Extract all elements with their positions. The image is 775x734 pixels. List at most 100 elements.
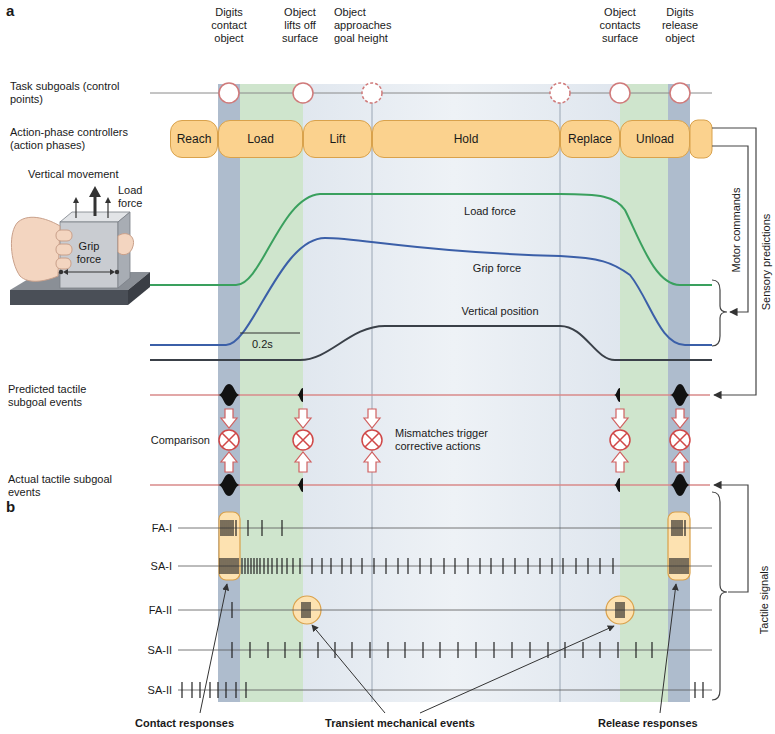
spike-train (702, 682, 703, 698)
spike-train (281, 520, 282, 536)
tactile-event (670, 474, 690, 496)
spike-train (309, 602, 310, 618)
spike-train (369, 642, 370, 658)
arrow-label: Vertical movement (28, 168, 118, 181)
spike-train (407, 558, 408, 574)
spike-train (221, 558, 222, 574)
panel-letter: b (6, 498, 15, 516)
pathway-label: Tactile signals (758, 566, 771, 634)
spike-train (397, 558, 398, 574)
scale-label: 0.2s (252, 338, 273, 351)
tactile-event (297, 388, 303, 402)
spike-train (351, 642, 352, 658)
spike-train (276, 558, 277, 574)
spike-train (281, 558, 282, 574)
spike-train (671, 520, 672, 536)
subgoal-label: Object lifts off surface (275, 6, 325, 45)
pathway-label: Motor commands (730, 188, 743, 273)
spike-train (230, 520, 231, 536)
scale-bar (240, 332, 300, 333)
tactile-event (297, 478, 303, 492)
spike-train (677, 558, 678, 574)
spike-train (430, 558, 431, 574)
comparison-symbol (219, 409, 690, 472)
note-text: Mismatches trigger corrective actions (395, 427, 510, 453)
spike-train (475, 642, 476, 658)
spike-train (228, 520, 229, 536)
spike-train (311, 558, 312, 574)
comparison-symbol (221, 452, 237, 472)
spike-train (514, 558, 515, 574)
comparison-symbol (293, 430, 313, 450)
comparison-symbol (670, 430, 690, 450)
spike-train (233, 558, 234, 574)
pathway-label: Sensory predictions (760, 214, 773, 311)
spike-train (250, 558, 251, 574)
spike-train (178, 528, 712, 529)
hand-illustration (56, 230, 72, 241)
phase-label: Lift (329, 132, 345, 146)
spike-train (582, 642, 583, 658)
hand-illustration (11, 217, 60, 281)
spike-train (284, 642, 285, 658)
spike-train (493, 642, 494, 658)
hand-illustration (94, 196, 97, 216)
spike-train (299, 558, 300, 574)
phase-band (218, 84, 690, 702)
hand-illustration (56, 258, 71, 269)
comparison-symbol (221, 409, 237, 428)
comparison-symbol (365, 433, 379, 447)
feedback-bracket (714, 485, 748, 592)
comparison-symbol (295, 409, 311, 428)
spike-train (317, 642, 318, 658)
spike-train (419, 558, 420, 574)
comparison-symbol (362, 430, 382, 450)
spike-train (178, 682, 712, 698)
spike-train (675, 558, 676, 574)
arrow-label: Load force (118, 184, 148, 210)
hand-illustration (105, 197, 111, 203)
phase-label: Reach (177, 132, 212, 146)
force-trace (150, 194, 712, 285)
spike-train (679, 558, 680, 574)
subgoal-timeline (670, 83, 690, 103)
spike-train (439, 642, 440, 658)
feedback-bracket (712, 146, 748, 312)
spike-train (679, 520, 680, 536)
afferent-label: SA-I (151, 560, 172, 573)
spike-train (231, 558, 232, 574)
hand-illustration (63, 269, 68, 275)
spike-train (490, 558, 491, 574)
spike-train (259, 558, 260, 574)
hand-illustration (107, 202, 108, 218)
comparison-symbol (222, 433, 236, 447)
feedback-bracket (712, 128, 756, 395)
spike-train (178, 558, 712, 574)
comparison-symbol (670, 409, 690, 472)
spike-train (404, 642, 405, 658)
comparison-symbol (219, 430, 239, 450)
tactile-event (218, 384, 240, 406)
comparison-symbol (613, 433, 627, 447)
spike-train (231, 602, 232, 618)
trace-label: Vertical position (461, 305, 538, 318)
spike-train (599, 642, 600, 658)
callout-label: Release responses (598, 717, 698, 730)
spike-train (330, 558, 331, 574)
phase-label: Unload (636, 132, 674, 146)
tactile-event (614, 388, 620, 402)
comparison-symbol (673, 433, 687, 447)
spike-train (621, 602, 622, 618)
spike-train (178, 690, 712, 691)
spike-train (232, 520, 233, 536)
spike-train (681, 558, 682, 574)
spike-train (220, 520, 221, 536)
spike-train (511, 642, 512, 658)
afferent-label: SA-II (148, 684, 172, 697)
row-title: Actual tactile subgoal events (8, 473, 118, 499)
comparison-symbol (612, 452, 628, 472)
response-highlight (668, 512, 690, 580)
spike-train (562, 558, 563, 574)
spike-train (683, 558, 684, 574)
subgoal-timeline (550, 83, 570, 103)
